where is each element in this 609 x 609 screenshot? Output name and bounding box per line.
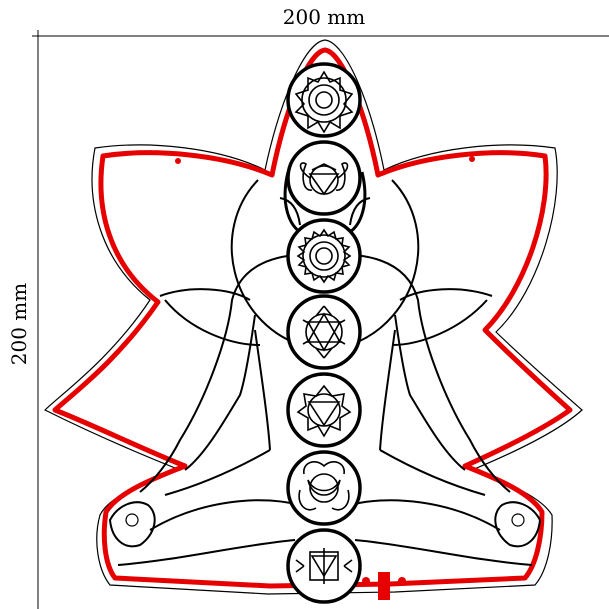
throat-chakra [286,218,362,294]
heart-chakra [286,294,362,370]
cut-line [52,47,573,589]
height-label: 200 mm [7,283,31,365]
crown-chakra [286,62,362,138]
width-label: 200 mm [283,5,365,29]
solar-plexus-chakra [286,372,362,448]
width-dimension: 200 mm [37,5,609,42]
chakra-column [286,62,362,604]
meditating-figure [108,171,542,566]
outer-contour [43,39,583,595]
hanging-holes [175,156,475,600]
lotus-petals [159,179,493,346]
third-eye-chakra [286,140,362,216]
sacral-chakra [286,450,362,526]
root-chakra [286,528,362,604]
height-dimension: 200 mm [7,35,44,609]
